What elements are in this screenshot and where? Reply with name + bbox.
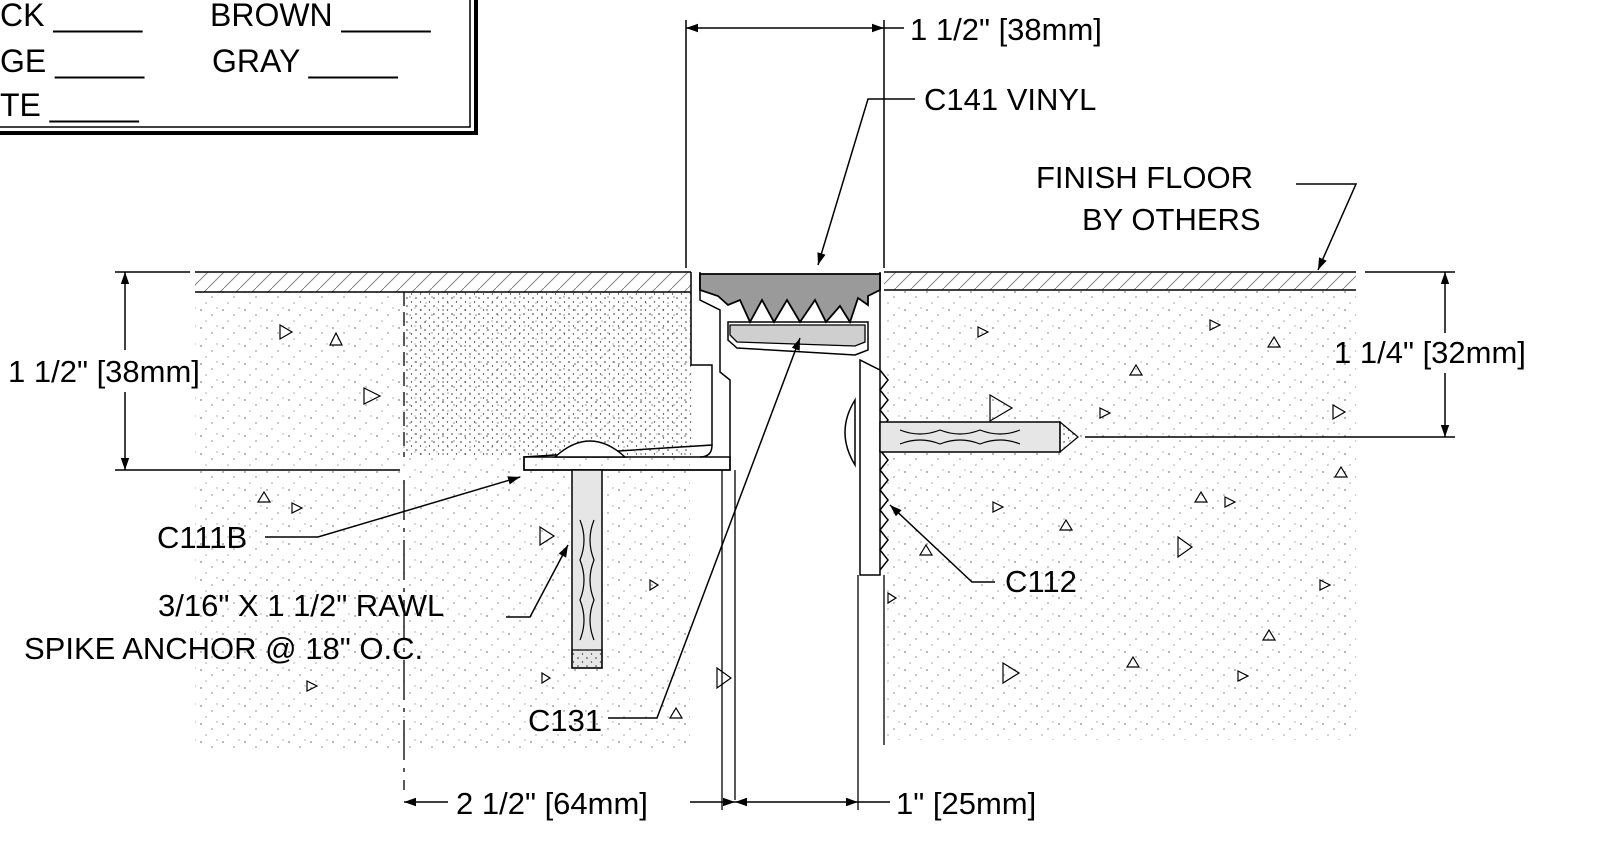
vinyl-insert-c141: [699, 273, 881, 347]
left-spike-anchor: [553, 440, 627, 669]
dimension-lines: [115, 20, 1455, 807]
callout-finish-floor-line2: BY OTHERS: [1082, 202, 1261, 237]
callout-c111b: C111B: [157, 520, 247, 555]
dimension-bottom-left: 2 1/2" [64mm]: [456, 786, 648, 821]
dimension-left-depth: 1 1/2" [38mm]: [8, 354, 200, 389]
callout-c112: C112: [1005, 564, 1077, 599]
legend-item-white: TE _____: [0, 87, 140, 123]
callout-anchor-line1: 3/16" X 1 1/2" RAWL: [158, 588, 444, 623]
legend-item-brown: BROWN _____: [210, 0, 432, 33]
callout-finish-floor-line1: FINISH FLOOR: [1036, 160, 1253, 195]
cover-plate-assembly: [727, 272, 889, 576]
legend-item-gray: GRAY _____: [212, 43, 399, 79]
dimension-bottom-right: 1" [25mm]: [896, 786, 1036, 821]
callout-c141-vinyl: C141 VINYL: [924, 82, 1096, 117]
concrete-substrate: [195, 290, 1356, 810]
callout-anchor-line2: SPIKE ANCHOR @ 18" O.C.: [24, 631, 423, 666]
color-legend-box: CK _____ GE _____ TE _____ BROWN _____ G…: [0, 0, 478, 135]
dimension-top-width: 1 1/2" [38mm]: [910, 12, 1102, 47]
finish-floor-surfaces: [195, 271, 1356, 293]
callout-leaders: [265, 98, 1358, 719]
right-spike-anchor: [844, 397, 1079, 468]
legend-item-beige: GE _____: [0, 43, 145, 79]
aluminum-frame-c131: [523, 272, 731, 471]
callout-c131: C131: [528, 703, 602, 738]
legend-item-black: CK _____: [0, 0, 144, 33]
dimension-right-depth: 1 1/4" [32mm]: [1334, 335, 1526, 370]
